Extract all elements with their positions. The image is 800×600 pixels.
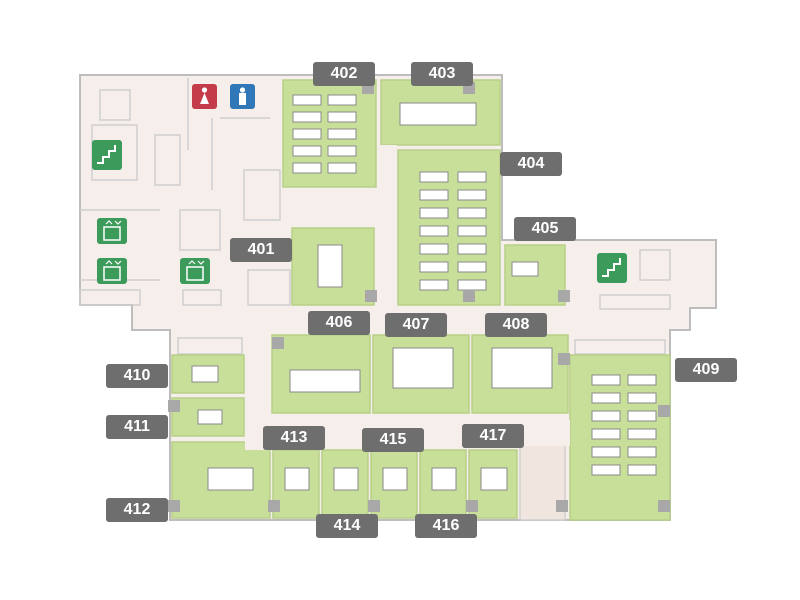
room-label-413[interactable]: 413 xyxy=(263,426,325,450)
room-label-404[interactable]: 404 xyxy=(500,152,562,176)
room-label-401[interactable]: 401 xyxy=(230,238,292,262)
elevator-icon xyxy=(180,258,210,284)
room-label-411[interactable]: 411 xyxy=(106,415,168,439)
elevator-icon xyxy=(97,258,127,284)
room-label-405[interactable]: 405 xyxy=(514,217,576,241)
room-label-407[interactable]: 407 xyxy=(385,313,447,337)
room-label-402[interactable]: 402 xyxy=(313,62,375,86)
restroom-female-icon xyxy=(192,84,217,109)
room-label-406[interactable]: 406 xyxy=(308,311,370,335)
stairs-icon xyxy=(597,253,627,283)
room-label-403[interactable]: 403 xyxy=(411,62,473,86)
restroom-male-icon xyxy=(230,84,255,109)
room-label-410[interactable]: 410 xyxy=(106,364,168,388)
stairs-icon xyxy=(92,140,122,170)
room-label-409[interactable]: 409 xyxy=(675,358,737,382)
room-label-412[interactable]: 412 xyxy=(106,498,168,522)
room-label-408[interactable]: 408 xyxy=(485,313,547,337)
room-label-416[interactable]: 416 xyxy=(415,514,477,538)
room-label-415[interactable]: 415 xyxy=(362,428,424,452)
room-label-414[interactable]: 414 xyxy=(316,514,378,538)
room-label-417[interactable]: 417 xyxy=(462,424,524,448)
furniture xyxy=(191,94,657,491)
room-414[interactable] xyxy=(321,449,369,519)
elevator-icon xyxy=(97,218,127,244)
